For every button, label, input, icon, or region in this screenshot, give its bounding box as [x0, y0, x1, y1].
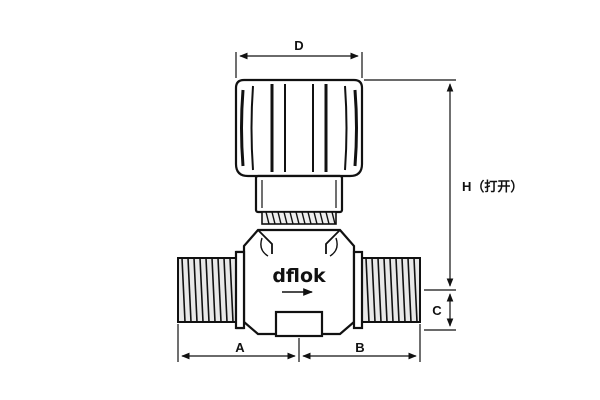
- thread-line: [365, 257, 370, 323]
- thread-line: [383, 257, 388, 323]
- thread-line: [413, 257, 418, 323]
- thread-line: [229, 257, 234, 323]
- thread-line: [407, 257, 412, 323]
- thread-line: [223, 257, 228, 323]
- dimension-a-label: A: [235, 340, 245, 355]
- thread-line: [377, 257, 382, 323]
- thread-line: [199, 257, 204, 323]
- thread-line: [401, 257, 406, 323]
- thread-line: [217, 257, 222, 323]
- bottom-plug: [274, 310, 324, 338]
- thread-line: [319, 211, 324, 225]
- thread-line: [325, 211, 330, 225]
- dimension-c: [424, 293, 456, 331]
- dimension-h: [364, 79, 456, 291]
- stem-thread-lines: [265, 211, 336, 225]
- thread-line: [289, 211, 294, 225]
- dimension-h-label: H（打开）: [462, 179, 523, 194]
- thread-line: [211, 257, 216, 323]
- thread-line: [193, 257, 198, 323]
- dimension-c-label: C: [432, 303, 442, 318]
- right-thread-lines: [365, 257, 418, 323]
- thread-line: [295, 211, 300, 225]
- handle-knob: [234, 78, 364, 178]
- dimension-d: [235, 52, 363, 78]
- thread-line: [331, 211, 336, 225]
- thread-line: [277, 211, 282, 225]
- thread-line: [265, 211, 270, 225]
- bonnet: [254, 174, 344, 214]
- thread-line: [395, 257, 400, 323]
- thread-line: [187, 257, 192, 323]
- thread-line: [307, 211, 312, 225]
- thread-line: [283, 211, 288, 225]
- left-thread-lines: [181, 257, 234, 323]
- dimension-d-label: D: [294, 38, 303, 53]
- thread-line: [313, 211, 318, 225]
- thread-line: [389, 257, 394, 323]
- thread-line: [205, 257, 210, 323]
- thread-line: [301, 211, 306, 225]
- thread-line: [271, 211, 276, 225]
- thread-line: [181, 257, 186, 323]
- valve-body: [234, 228, 364, 336]
- dimension-b-label: B: [355, 340, 364, 355]
- thread-line: [371, 257, 376, 323]
- brand-logo: dflok: [272, 265, 326, 287]
- dimension-ab: [177, 324, 421, 362]
